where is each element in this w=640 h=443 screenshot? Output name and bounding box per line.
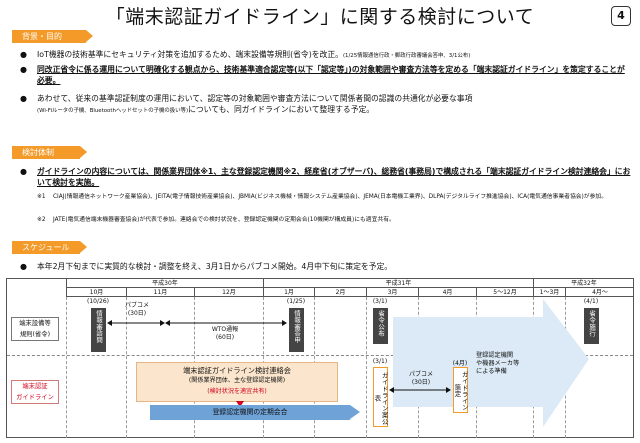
year-header-h32: 平成32年 — [533, 279, 634, 288]
month-header: 1月 — [263, 288, 314, 297]
page-title: 「端末認証ガイドライン」に関する検討について — [105, 6, 535, 28]
pubcome-label-row1: パブコメ (30日) — [124, 302, 149, 317]
box-promulgation: 省令公布 — [373, 308, 388, 344]
arrow-head — [389, 387, 394, 393]
guideline-liaison-council: 端末認証ガイドライン検討連絡会 (関係業界団体、主な登録認定機関) (検討状況を… — [136, 362, 338, 402]
month-header: 5〜12月 — [476, 288, 533, 297]
structure-note-1: ※1 CIAJ(情報通信ネットワーク産業協会)、JEITA(電子情報技術産業協会… — [37, 194, 607, 200]
month-header: 10月 — [66, 288, 126, 297]
row-separator — [7, 355, 633, 356]
row-label-ordinance: 端末設備等 規則(省令) — [11, 317, 59, 341]
preparation-arrow-shape — [393, 299, 589, 427]
structure-note-2: ※2 JATE(電気通信端末機器審査協会)が代表で参加。連絡会での検討状況を、登… — [37, 217, 395, 223]
year-header-h30: 平成30年 — [66, 279, 263, 288]
wto-label: WTO通報 (60日) — [211, 326, 239, 341]
year-header-h31: 平成31年 — [263, 279, 533, 288]
arrow-head — [236, 401, 244, 407]
share-arrow — [236, 401, 244, 407]
column-divider — [126, 297, 127, 438]
box-report: 情報審答申 — [289, 308, 304, 352]
arrow-head — [446, 387, 451, 393]
wto-arrow — [165, 320, 287, 326]
row-label-guideline: 端末認証 ガイドライン — [11, 380, 59, 404]
background-bullet-1: ● IoT機器の技術基準にセキュリティ対策を追加するため、端末設備等規則(省令)… — [20, 50, 471, 59]
schedule-bullet-1: ● 本年2月下旬までに実質的な検討・調整を終え、3月1日からパブコメ開始。4月中… — [20, 262, 393, 271]
date-label: (10/26) — [87, 298, 109, 305]
month-header: 1〜3月 — [533, 288, 565, 297]
pubcome-arrow — [107, 320, 165, 326]
date-label: (4月) — [452, 360, 468, 367]
month-header: 4月 — [418, 288, 476, 297]
section-label-structure: 検討体制 — [12, 146, 87, 159]
arrow-head — [282, 320, 287, 326]
preparation-arrow — [393, 299, 589, 427]
date-label: (4/1) — [583, 298, 599, 305]
pubcome-arrow-row2 — [389, 387, 451, 393]
month-header: 4月〜 — [565, 288, 634, 297]
bullet-dot: ● — [20, 262, 27, 271]
arrow-head — [107, 320, 112, 326]
bullet-dot: ● — [20, 65, 27, 74]
month-header: 2月 — [314, 288, 366, 297]
arrow-head — [160, 320, 165, 326]
month-header: 12月 — [194, 288, 263, 297]
council-subtitle: (関係業界団体、主な登録認定機関) — [188, 377, 286, 384]
month-header: 11月 — [126, 288, 194, 297]
date-label: (3/1) — [372, 298, 388, 305]
arrow-head — [165, 320, 170, 326]
background-bullet-2: ● 同改正省令に係る運用について明確化する観点から、技術基準適合認定等(以下「認… — [20, 65, 625, 85]
page-number: 4 — [611, 6, 631, 26]
bullet-dot: ● — [20, 167, 27, 176]
bullet-dot: ● — [20, 50, 27, 59]
column-divider — [366, 297, 367, 438]
box-guideline-finalize: ガイドライン策定 — [453, 367, 469, 413]
date-label: (3/1) — [372, 358, 388, 365]
council-share-note: (検討状況を適宜共有) — [207, 388, 267, 395]
background-bullet-3: ● あわせて、従来の基準認証制度の運用において、認定等の対象範囲や審査方法につい… — [20, 94, 473, 114]
box-enforcement: 省令施行 — [584, 308, 599, 344]
box-guideline-publish: ガイドライン案公表 — [373, 367, 389, 427]
date-label: (1/25) — [286, 298, 306, 305]
pubcome-label-row2: パブコメ (30日) — [408, 371, 433, 386]
structure-bullet-1: ● ガイドラインの内容については、関係業界団体※1、主な登録認定機関※2、経産省… — [20, 167, 631, 187]
schedule-timeline: 平成30年 平成31年 平成32年 10月 11月 12月 1月 2月 3月 4… — [6, 278, 634, 438]
section-label-schedule: スケジュール — [12, 241, 87, 254]
council-title: 端末認証ガイドライン検討連絡会 — [183, 366, 291, 375]
box-inquiry: 情報審諮問 — [91, 308, 106, 352]
preparation-arrow-label: 登録認定機関 や機器メーカ等 による準備 — [476, 352, 520, 375]
regular-meeting-bar: 登録認定機関の定期会合 — [150, 405, 360, 420]
bullet-dot: ● — [20, 94, 27, 103]
column-divider — [66, 297, 67, 438]
month-header: 3月 — [366, 288, 418, 297]
section-label-background: 背景・目的 — [12, 30, 93, 43]
